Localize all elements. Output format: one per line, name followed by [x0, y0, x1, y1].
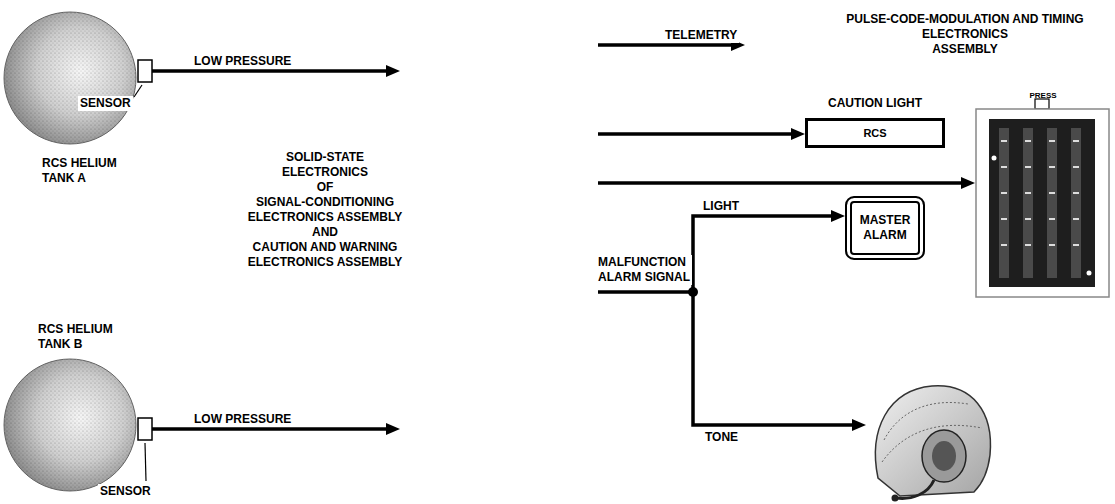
- panel-screw: [1087, 271, 1092, 276]
- panel-column: [999, 128, 1009, 278]
- panel-indicator: [1049, 192, 1055, 194]
- text-line: RCS HELIUM: [38, 322, 158, 337]
- text-line: ELECTRONICS: [820, 27, 1110, 42]
- microphone: [892, 495, 899, 502]
- signal-arrow: [598, 181, 965, 185]
- tank-sphere: [4, 12, 136, 144]
- edge-label: TELEMETRY: [663, 28, 739, 43]
- panel-indicator: [1025, 166, 1031, 168]
- signal-arrow: [152, 69, 390, 73]
- master-alarm: MASTER ALARM: [845, 196, 925, 260]
- panel-indicator: [1001, 244, 1007, 246]
- signal-label: TONE: [703, 430, 740, 445]
- panel-indicator: [1001, 192, 1007, 194]
- caution-panel: PRESS: [975, 88, 1113, 300]
- signal-arrow: [598, 132, 795, 136]
- text-line: AND: [232, 225, 418, 240]
- headset-shell: [875, 386, 990, 496]
- panel-indicator: [1049, 140, 1055, 142]
- press-button: [1035, 99, 1049, 109]
- signal-label: MALFUNCTION ALARM SIGNAL: [596, 255, 692, 285]
- panel-column: [1071, 128, 1081, 278]
- panel-indicator: [1001, 140, 1007, 142]
- panel-indicator: [1049, 166, 1055, 168]
- text-line: MALFUNCTION: [598, 255, 690, 270]
- text-line: ASSEMBLY: [820, 42, 1110, 57]
- tank-stipple: [4, 359, 136, 491]
- panel-label: PRESS: [975, 88, 1111, 103]
- sensor-label: SENSOR: [98, 484, 153, 499]
- tone-branch: [693, 292, 856, 425]
- panel-indicator: [1073, 140, 1079, 142]
- tank-sphere: [4, 359, 136, 491]
- panel-indicator: [1025, 244, 1031, 246]
- text-line: CAUTION AND WARNING: [232, 240, 418, 255]
- panel-indicator: [1025, 140, 1031, 142]
- panel-indicator: [1001, 218, 1007, 220]
- text-line: SOLID-STATE: [232, 150, 418, 165]
- panel-column: [1047, 128, 1057, 278]
- sensor-symbol: [138, 60, 152, 82]
- panel-shape: [975, 88, 1113, 300]
- assembly-label: PULSE-CODE-MODULATION AND TIMING ELECTRO…: [820, 12, 1110, 57]
- tank-stipple: [4, 12, 136, 144]
- text-line: ELECTRONICS ASSEMBLY: [232, 255, 418, 270]
- sensor-symbol: [138, 418, 152, 440]
- panel-indicator: [1073, 244, 1079, 246]
- caution-light: CAUTION LIGHT RCS: [805, 96, 947, 150]
- signal-arrow: [598, 43, 735, 47]
- headset-illustration: [875, 386, 990, 502]
- text-line: ELECTRONICS ASSEMBLY: [232, 210, 418, 225]
- text-line: SIGNAL-CONDITIONING: [232, 195, 418, 210]
- assembly-label: SOLID-STATE ELECTRONICS OF SIGNAL-CONDIT…: [232, 150, 418, 270]
- text-line: OF: [232, 180, 418, 195]
- indicator-box: RCS: [805, 118, 945, 148]
- text-line: TANK B: [38, 337, 158, 352]
- microphone-boom: [896, 480, 934, 498]
- leader-line: [145, 443, 146, 481]
- sensor-label: SENSOR: [78, 96, 133, 111]
- text-line: ALARM SIGNAL: [598, 270, 690, 285]
- panel-indicator: [1073, 166, 1079, 168]
- earcup: [922, 430, 966, 482]
- electronics-assembly: SOLID-STATE ELECTRONICS OF SIGNAL-CONDIT…: [232, 30, 598, 296]
- text-line: RCS HELIUM: [42, 156, 162, 171]
- panel-indicator: [1025, 192, 1031, 194]
- signal-arrow: [598, 216, 835, 292]
- alarm-label: MASTER ALARM: [847, 213, 923, 243]
- edge-label: LIGHT: [701, 199, 741, 214]
- panel-face: [989, 119, 1095, 287]
- panel-indicator: [1073, 192, 1079, 194]
- panel-column: [1023, 128, 1033, 278]
- text-line: TANK A: [42, 171, 162, 186]
- caution-heading: CAUTION LIGHT: [805, 96, 945, 111]
- panel-indicator: [1073, 218, 1079, 220]
- helium-tank: RCS HELIUM TANK B: [2, 318, 162, 500]
- panel-indicator: [1049, 244, 1055, 246]
- signal-arrow: [152, 427, 390, 431]
- panel-screw: [992, 156, 997, 161]
- edge-label: LOW PRESSURE: [192, 412, 293, 427]
- text-line: ELECTRONICS: [232, 165, 418, 180]
- tank-label: RCS HELIUM TANK B: [38, 322, 158, 352]
- text-line: PULSE-CODE-MODULATION AND TIMING: [820, 12, 1110, 27]
- panel-indicator: [1049, 218, 1055, 220]
- tank-label: RCS HELIUM TANK A: [42, 156, 162, 186]
- text-line: MASTER: [847, 213, 923, 228]
- edge-label: LOW PRESSURE: [192, 54, 293, 69]
- panel-indicator: [1001, 166, 1007, 168]
- earcup-center: [932, 441, 956, 471]
- panel-indicator: [1025, 218, 1031, 220]
- text-line: ALARM: [847, 228, 923, 243]
- pcm-assembly: PULSE-CODE-MODULATION AND TIMING ELECTRO…: [745, 6, 1112, 62]
- panel-frame: [976, 109, 1109, 297]
